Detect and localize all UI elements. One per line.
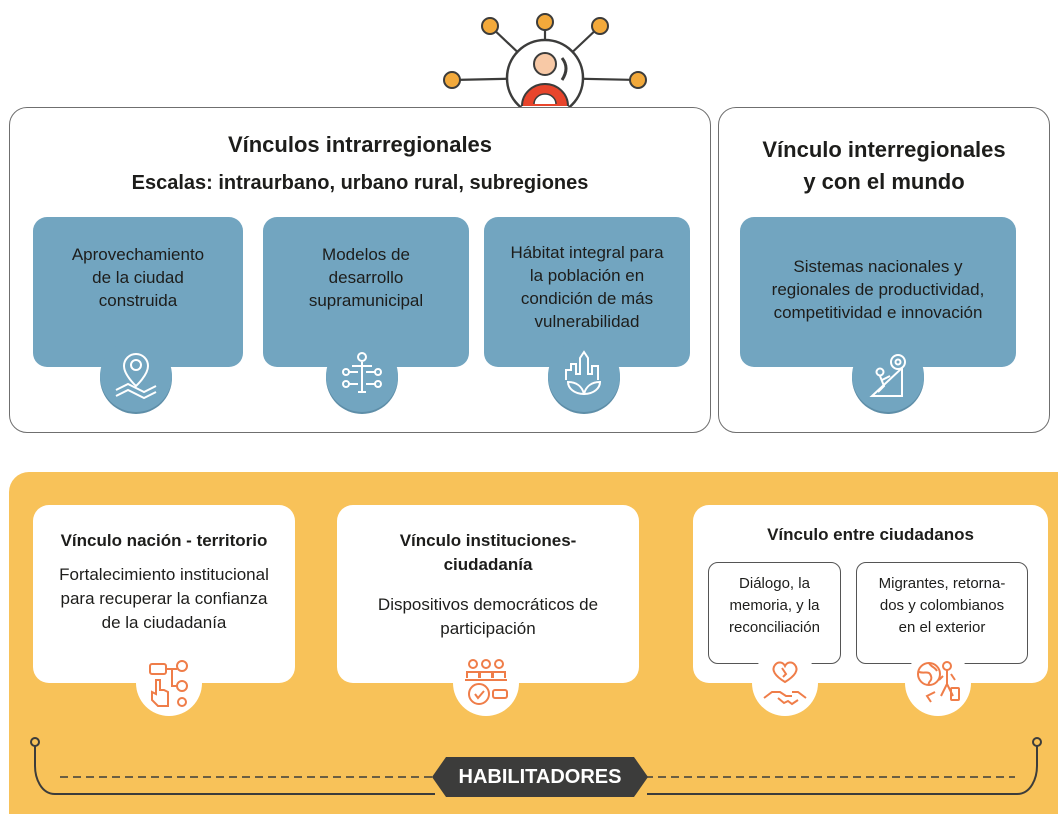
enablers-connector [30,737,1042,795]
card-line: Hábitat integral para [510,243,664,262]
card-line: de la ciudad [92,268,184,287]
card-line: desarrollo [328,268,404,287]
heart-handshake-icon [752,650,818,716]
card-line: construida [98,291,178,310]
body-line: Dispositivos democráticos de [377,595,599,614]
box-line: dos y colombianos [879,597,1005,614]
body-line: de la ciudadanía [101,613,227,632]
box-line: Migrantes, retorna- [878,575,1006,592]
card-line: Modelos de [322,245,410,264]
climber-gear-icon [852,340,924,412]
card-ciudad-construida: Aprovechamiento de la ciudad construida [33,217,243,367]
box-dialogo-memoria: Diálogo, la memoria, y la reconciliación [708,562,841,664]
card-line: condición de más [520,289,654,308]
body-line: Fortalecimiento institucional [59,565,269,584]
card-line: Sistemas nacionales y [793,257,963,276]
habilitadores-label: HABILITADORES [432,757,648,797]
box-line: memoria, y la [729,597,820,614]
card-line: supramunicipal [308,291,424,310]
group-vote-icon [453,650,519,716]
intraregional-subtitle: Escalas: intraurbano, urbano rural, subr… [131,172,589,194]
intraregional-title: Vínculos intrarregionales [227,132,493,157]
box-line: en el exterior [898,619,986,636]
interregional-title: Vínculo interregionales y con el mundo [718,134,1050,198]
card-line: Aprovechamiento [71,245,205,264]
card-title: Vínculo instituciones- ciudadanía [337,529,639,577]
network-person-icon [326,340,398,412]
card-body: Fortalecimiento institucional para recup… [33,563,295,635]
title-line: ciudadanía [443,555,533,574]
card-line: vulnerabilidad [534,312,640,331]
card-line: competitividad e innovación [773,303,983,322]
box-migrantes: Migrantes, retorna- dos y colombianos en… [856,562,1028,664]
title-line: Vínculo interregionales [762,137,1006,162]
body-line: participación [440,619,536,638]
traveler-globe-icon [905,650,971,716]
box-line: reconciliación [729,619,820,636]
card-body: Dispositivos democráticos de participaci… [337,593,639,641]
box-line: Diálogo, la [739,575,810,592]
city-leaves-icon [548,340,620,412]
card-title: Vínculo entre ciudadanos [767,525,974,544]
title-line: y con el mundo [803,169,965,194]
map-pin-icon [100,340,172,412]
hand-network-icon [136,650,202,716]
title-line: Vínculo instituciones- [399,531,577,550]
card-line: la población en [529,266,645,285]
card-line: regionales de productividad, [771,280,985,299]
body-line: para recuperar la confianza [60,589,268,608]
card-title: Vínculo nación - territorio [60,531,268,550]
